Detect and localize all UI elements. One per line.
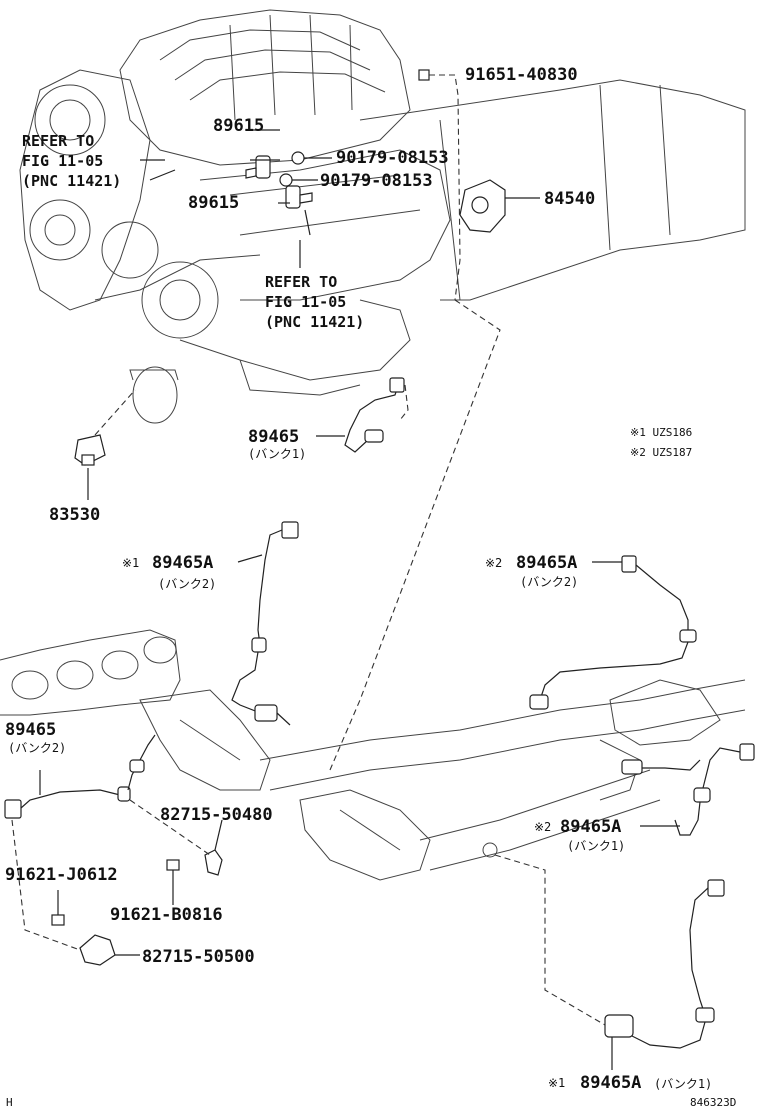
sensor-89465A-2[interactable]	[529, 555, 697, 710]
bolt-91621-B0816[interactable]	[166, 859, 180, 905]
sensor-89465A-1[interactable]	[231, 521, 299, 726]
exhaust-illustration	[0, 629, 746, 881]
stud	[304, 209, 311, 236]
label-89465-left: 89465	[5, 720, 56, 740]
leader-82715-50480	[214, 819, 223, 851]
sensor-89465A-4[interactable]	[494, 854, 725, 1070]
label-90179-08153-a: 90179-08153	[336, 148, 449, 168]
label-89465A-4: 89465A	[580, 1073, 641, 1093]
corner-mark: H	[6, 1096, 13, 1109]
label-89465A-1: 89465A	[152, 553, 213, 573]
leader-ref1-b	[149, 169, 176, 181]
sensor-89615-top[interactable]	[245, 155, 271, 179]
engine-illustration	[19, 9, 746, 424]
bracket-82715-50480[interactable]	[129, 799, 223, 876]
nut-90179-b[interactable]	[279, 173, 293, 187]
label-89465A-3-sub: (バンク1)	[567, 839, 625, 853]
sensor-89465-left[interactable]	[4, 734, 156, 819]
note-2: ※2 UZS187	[630, 446, 692, 459]
mark-89465A-4: ※1	[548, 1076, 565, 1090]
label-83530: 83530	[49, 505, 100, 525]
mark-89465A-1: ※1	[122, 556, 139, 570]
label-82715-50480: 82715-50480	[160, 805, 273, 825]
label-89615-top: 89615	[213, 116, 264, 136]
label-ref2-line3: (PNC 11421)	[265, 313, 364, 331]
bracket-82715-50500[interactable]	[11, 819, 140, 966]
note-1: ※1 UZS186	[630, 426, 692, 439]
label-89615-mid: 89615	[188, 193, 239, 213]
dash-engine-exhaust	[329, 299, 501, 771]
label-ref2-line2: FIG 11-05	[265, 293, 346, 311]
leader-89465A-1	[237, 554, 263, 563]
leader-89615-top	[248, 129, 280, 161]
label-89465A-2-sub: (バンク2)	[520, 575, 578, 589]
sensor-89465-center[interactable]	[344, 377, 409, 453]
bolt-91651[interactable]	[418, 69, 461, 301]
label-ref1-line2: FIG 11-05	[22, 152, 103, 170]
label-89465A-3: 89465A	[560, 817, 621, 837]
nut-90179-a[interactable]	[291, 151, 305, 165]
sensor-89615-mid[interactable]	[285, 185, 313, 209]
switch-84540[interactable]	[459, 179, 506, 233]
label-89465-center: 89465	[248, 427, 299, 447]
label-ref1-line1: REFER TO	[22, 132, 94, 150]
mark-89465A-3: ※2	[534, 820, 551, 834]
label-91621-B0816: 91621-B0816	[110, 905, 223, 925]
switch-83530[interactable]	[74, 389, 136, 466]
label-89465-center-sub: (バンク1)	[248, 447, 306, 461]
label-ref1-line3: (PNC 11421)	[22, 172, 121, 190]
label-89465-left-sub: (バンク2)	[8, 741, 66, 755]
label-84540: 84540	[544, 189, 595, 209]
label-91621-J0612: 91621-J0612	[5, 865, 118, 885]
label-ref2-line1: REFER TO	[265, 273, 337, 291]
label-89465A-2: 89465A	[516, 553, 577, 573]
sensor-89465A-3[interactable]	[621, 743, 755, 836]
label-89465A-4-sub: (バンク1)	[654, 1077, 712, 1091]
mark-89465A-2: ※2	[485, 556, 502, 570]
label-90179-08153-b: 90179-08153	[320, 171, 433, 191]
diagram-id: 846323D	[690, 1096, 736, 1109]
label-82715-50500: 82715-50500	[142, 947, 255, 967]
bolt-91621-J0612[interactable]	[51, 890, 65, 926]
label-89465A-1-sub: (バンク2)	[158, 577, 216, 591]
label-91651-40830: 91651-40830	[465, 65, 578, 85]
